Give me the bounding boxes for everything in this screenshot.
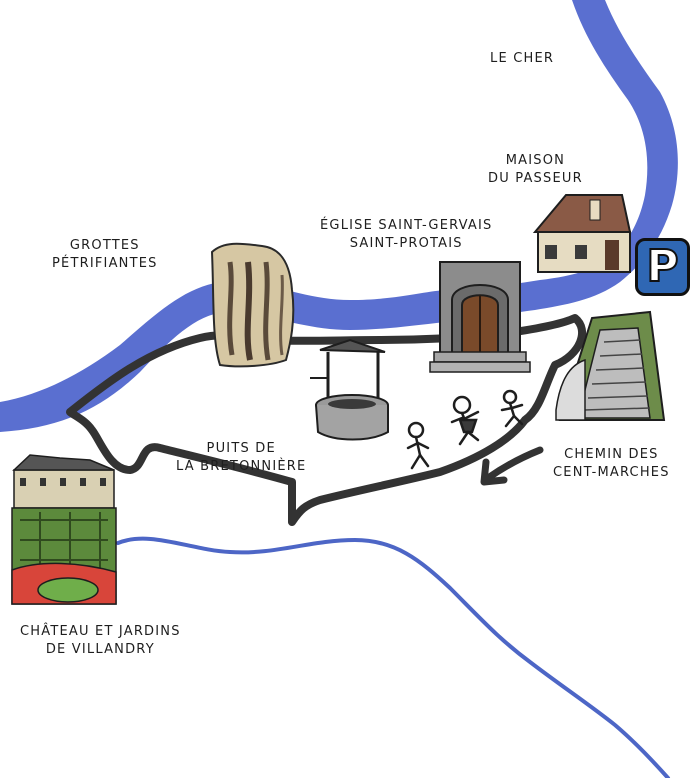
label-chateau: CHÂTEAU ET JARDINS DE VILLANDRY: [20, 624, 181, 657]
cave-rock-icon: [210, 242, 295, 368]
stick-figure-walkers-icon: [406, 389, 524, 470]
chateau-garden-icon: [11, 454, 117, 605]
label-maison-du-passeur: MAISON DU PASSEUR: [488, 153, 583, 186]
house-icon: [532, 194, 632, 273]
label-eglise: ÉGLISE SAINT-GERVAIS SAINT-PROTAIS: [320, 218, 493, 251]
parking-letter: P: [645, 241, 679, 292]
label-chemin: CHEMIN DES CENT-MARCHES: [553, 447, 670, 480]
church-door-icon: [429, 261, 531, 373]
label-le-cher: LE CHER: [490, 51, 555, 66]
well-icon: [310, 338, 389, 441]
label-grottes: GROTTES PÉTRIFIANTES: [52, 238, 158, 271]
stone-stairs-icon: [555, 310, 666, 421]
direction-arrow-icon: [480, 446, 544, 486]
le-cher-river: [0, 0, 678, 432]
label-puits: PUITS DE LA BRETONNIÈRE: [176, 441, 307, 474]
tributary-stream: [116, 536, 670, 778]
parking-sign: P: [635, 238, 690, 296]
